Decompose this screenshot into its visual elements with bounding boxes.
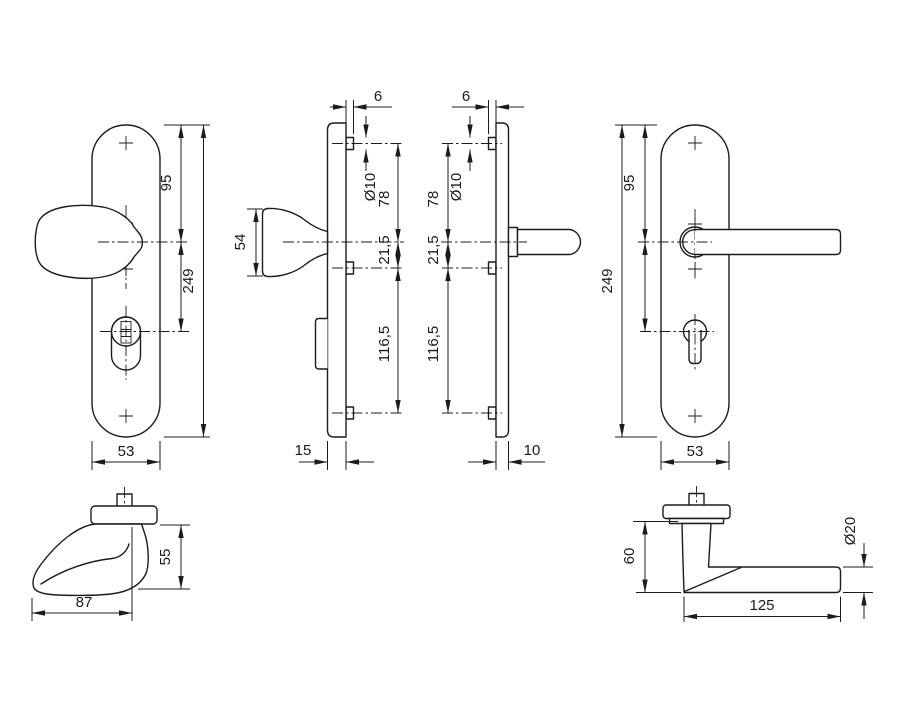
dim-hole-diameter: Ø10 bbox=[448, 116, 473, 201]
dim-plate-depth: 15 bbox=[295, 441, 374, 470]
view-knob-plate-side: 54 6 Ø10 78 21,5 116,5 bbox=[232, 88, 404, 470]
cylinder-cover-oval bbox=[110, 316, 142, 371]
dim-knob-length: 87 bbox=[31, 527, 133, 621]
hole-centerlines bbox=[283, 143, 404, 414]
cylinder-keyway bbox=[120, 321, 132, 344]
dim-label-10: 10 bbox=[524, 442, 541, 459]
dim-boss-protrusion: 6 bbox=[452, 88, 524, 134]
view-knob-plate-front: 95 249 53 bbox=[34, 124, 210, 470]
dim-label-95: 95 bbox=[158, 175, 175, 192]
dim-label-60: 60 bbox=[621, 548, 638, 565]
plate-slab bbox=[495, 122, 510, 438]
view-lever-detail: 60 125 Ø20 bbox=[621, 486, 873, 622]
dim-label-55: 55 bbox=[157, 549, 174, 566]
dim-plate-depth: 10 bbox=[468, 441, 545, 470]
dim-lever-length: 125 bbox=[683, 596, 841, 622]
plate-outline bbox=[660, 124, 730, 438]
dim-label-78: 78 bbox=[376, 191, 393, 208]
dim-label-o10: Ø10 bbox=[362, 173, 379, 201]
dim-label-95: 95 bbox=[621, 175, 638, 192]
hole-centerlines bbox=[441, 143, 527, 414]
knob-cap bbox=[90, 505, 158, 525]
lever-rose-cap bbox=[662, 504, 731, 520]
dim-label-o20: Ø20 bbox=[842, 517, 859, 545]
cylinder-protrusion bbox=[314, 317, 328, 370]
dim-boss-protrusion: 6 bbox=[330, 88, 392, 134]
view-knob-detail: 55 87 bbox=[31, 487, 190, 621]
dim-label-125: 125 bbox=[749, 597, 774, 614]
dim-knob-face: 54 bbox=[232, 208, 263, 277]
dim-lever-height: 60 bbox=[621, 521, 681, 593]
dim-grip-diameter: Ø20 bbox=[842, 517, 873, 619]
dim-label-6: 6 bbox=[462, 88, 470, 105]
knob-body-outline bbox=[32, 523, 149, 597]
dim-knob-height: 55 bbox=[138, 524, 190, 590]
dim-label-53: 53 bbox=[687, 443, 704, 460]
dim-label-249: 249 bbox=[599, 268, 616, 293]
dim-label-87: 87 bbox=[76, 594, 93, 611]
screw-cross-marks-mid bbox=[688, 217, 702, 276]
dim-label-116-5: 116,5 bbox=[376, 326, 393, 362]
dim-label-78: 78 bbox=[425, 191, 442, 208]
dim-label-21-5: 21,5 bbox=[425, 235, 442, 264]
lever-bar bbox=[695, 228, 842, 256]
screw-cross-marks bbox=[688, 136, 702, 423]
dims-lever-plate-front: 95 249 53 bbox=[599, 124, 730, 470]
dim-label-116-5: 116,5 bbox=[425, 326, 442, 362]
dim-hole-diameter: Ø10 bbox=[362, 116, 379, 201]
dim-label-53: 53 bbox=[118, 443, 135, 460]
plate-slab bbox=[326, 122, 347, 438]
lever-grip-side bbox=[516, 228, 582, 256]
dim-label-54: 54 bbox=[232, 234, 249, 251]
dim-label-21-5: 21,5 bbox=[376, 235, 393, 264]
knob-front-outline bbox=[34, 204, 144, 279]
view-lever-plate-front: 95 249 53 bbox=[599, 124, 842, 470]
view-lever-plate-side: 6 Ø10 78 21,5 116,5 10 bbox=[425, 88, 582, 470]
cylinder-circle bbox=[110, 316, 142, 347]
lever-elbow-miter-line bbox=[683, 566, 742, 593]
dim-label-6: 6 bbox=[374, 88, 382, 105]
dim-label-o10: Ø10 bbox=[448, 173, 465, 201]
dims-knob-plate-front: 95 249 53 bbox=[91, 124, 210, 470]
dim-label-15: 15 bbox=[295, 442, 312, 459]
knob-side-outline bbox=[261, 207, 329, 278]
knob-body-contour bbox=[40, 543, 130, 585]
dim-label-249: 249 bbox=[180, 268, 197, 293]
plate-outline bbox=[91, 124, 161, 438]
dim-chain: 78 21,5 116,5 bbox=[376, 143, 401, 413]
dim-chain: 78 21,5 116,5 bbox=[425, 143, 451, 413]
